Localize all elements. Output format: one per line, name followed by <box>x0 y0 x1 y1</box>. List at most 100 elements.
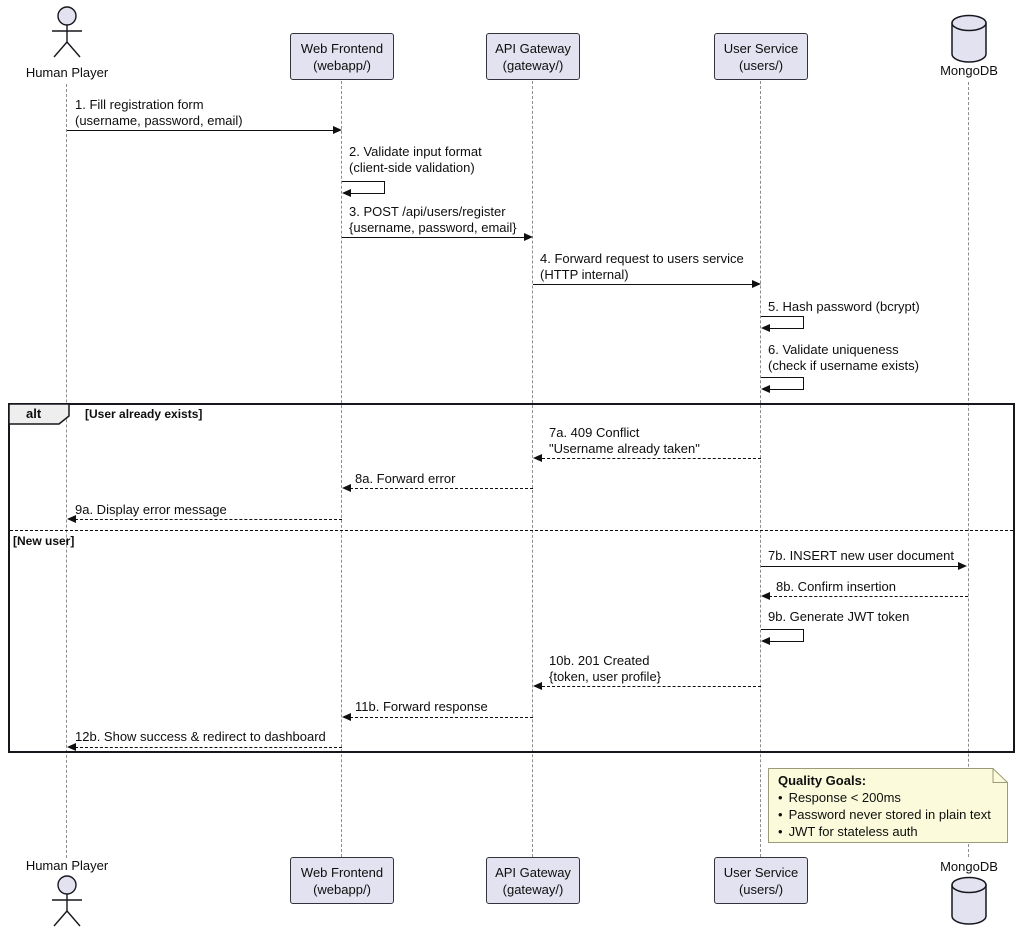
note-bullet: Password never stored in plain text <box>778 807 991 822</box>
message-line: 5. Hash password (bcrypt) <box>768 299 920 314</box>
participant-label-line2: (users/) <box>738 881 784 897</box>
message-line: 6. Validate uniqueness <box>768 342 899 357</box>
alt-frame <box>8 403 1015 753</box>
message-9b-self-side <box>803 629 804 642</box>
lifeline-user-service <box>760 81 761 857</box>
arrowhead-left <box>533 682 542 690</box>
message-8a-arrow <box>350 488 533 489</box>
arrowhead-left <box>342 484 351 492</box>
message-line: (check if username exists) <box>768 358 919 373</box>
lifeline-mongodb <box>968 82 969 857</box>
message-11b-arrow <box>350 717 533 718</box>
participant-user-service-bottom: User Service (users/) <box>714 857 808 904</box>
message-line: 8a. Forward error <box>355 471 456 486</box>
message-line: "Username already taken" <box>549 441 700 456</box>
participant-web-frontend-bottom: Web Frontend (webapp/) <box>290 857 394 904</box>
message-5-self-top <box>761 316 803 317</box>
message-8a-label: 8a. Forward error <box>355 471 455 487</box>
arrowhead-left <box>342 713 351 721</box>
message-7b-arrow <box>761 566 958 567</box>
message-2-label: 2. Validate input format (client-side va… <box>349 144 482 176</box>
arrowhead-left <box>761 592 770 600</box>
message-line: (client-side validation) <box>349 160 475 175</box>
message-line: 11b. Forward response <box>355 699 488 714</box>
message-8b-label: 8b. Confirm insertion <box>776 579 896 595</box>
message-line: (HTTP internal) <box>540 267 629 282</box>
arrowhead-right <box>333 126 342 134</box>
message-2-self-side <box>384 181 385 194</box>
arrowhead-left <box>761 637 770 645</box>
participant-label-line1: User Service <box>723 864 799 880</box>
message-line: 12b. Show success & redirect to dashboar… <box>75 729 326 744</box>
message-line: 1. Fill registration form <box>75 97 204 112</box>
alt-operator-pentagon <box>9 404 70 425</box>
message-line: 9b. Generate JWT token <box>768 609 910 624</box>
arrowhead-left <box>761 385 770 393</box>
participant-label: MongoDB <box>940 63 998 78</box>
message-line: 4. Forward request to users service <box>540 251 744 266</box>
message-2-self-top <box>342 181 384 182</box>
message-2-self-bottom <box>350 193 384 194</box>
message-4-arrow <box>533 284 752 285</box>
participant-label: Human Player <box>25 65 109 80</box>
message-line: {username, password, email} <box>349 220 517 235</box>
message-line: 9a. Display error message <box>75 502 227 517</box>
participant-label-line2: (webapp/) <box>313 57 371 73</box>
participant-api-gateway-top: API Gateway (gateway/) <box>486 33 580 80</box>
message-9b-label: 9b. Generate JWT token <box>768 609 909 625</box>
message-9a-label: 9a. Display error message <box>75 502 227 518</box>
message-5-self-bottom <box>769 328 803 329</box>
message-6-self-bottom <box>769 389 803 390</box>
actor-icon <box>52 6 82 58</box>
arrowhead-right <box>524 233 533 241</box>
actor-icon <box>52 875 82 927</box>
message-6-label: 6. Validate uniqueness (check if usernam… <box>768 342 919 374</box>
note-title: Quality Goals: <box>778 773 867 788</box>
message-4-label: 4. Forward request to users service (HTT… <box>540 251 744 283</box>
message-1-arrow <box>67 130 333 131</box>
message-line: 7a. 409 Conflict <box>549 425 640 440</box>
participant-human-player-bottom: Human Player <box>7 858 127 873</box>
lifeline-api-gateway <box>532 81 533 857</box>
message-3-label: 3. POST /api/users/register {username, p… <box>349 204 517 236</box>
participant-api-gateway-bottom: API Gateway (gateway/) <box>486 857 580 904</box>
alt-section-divider <box>10 530 1013 531</box>
arrowhead-right <box>752 280 761 288</box>
arrowhead-left <box>67 743 76 751</box>
note-bullet: Response < 200ms <box>778 790 901 805</box>
message-7a-arrow <box>542 458 761 459</box>
participant-label-line2: (webapp/) <box>313 881 371 897</box>
note-quality-goals: Quality Goals: Response < 200ms Password… <box>768 768 1008 843</box>
participant-label-line1: Web Frontend <box>300 40 384 56</box>
message-8b-arrow <box>769 596 968 597</box>
message-10b-arrow <box>542 686 761 687</box>
participant-mongodb-bottom: MongoDB <box>909 859 1022 874</box>
message-line: 3. POST /api/users/register <box>349 204 506 219</box>
participant-label-line1: User Service <box>723 40 799 56</box>
participant-label-line2: (gateway/) <box>502 57 564 73</box>
message-line: (username, password, email) <box>75 113 243 128</box>
message-9b-self-top <box>761 629 803 630</box>
message-9b-self-bottom <box>769 641 803 642</box>
database-icon <box>951 14 987 63</box>
message-11b-label: 11b. Forward response <box>355 699 488 715</box>
message-6-self-top <box>761 377 803 378</box>
message-7b-label: 7b. INSERT new user document <box>768 548 954 564</box>
participant-mongodb-top: MongoDB <box>909 63 1022 78</box>
lifeline-web-frontend <box>341 81 342 857</box>
alt-guard-new-user: [New user] <box>13 534 75 548</box>
arrowhead-left <box>761 324 770 332</box>
message-10b-label: 10b. 201 Created {token, user profile} <box>549 653 661 685</box>
message-line: 8b. Confirm insertion <box>776 579 896 594</box>
alt-operator-label: alt <box>26 406 42 421</box>
participant-label-line2: (gateway/) <box>502 881 564 897</box>
database-icon <box>951 876 987 925</box>
message-line: 7b. INSERT new user document <box>768 548 954 563</box>
message-line: 10b. 201 Created <box>549 653 650 668</box>
arrowhead-left <box>67 515 76 523</box>
message-line: {token, user profile} <box>549 669 662 684</box>
message-1-label: 1. Fill registration form (username, pas… <box>75 97 243 129</box>
arrowhead-left <box>533 454 542 462</box>
lifeline-human-player <box>66 84 67 858</box>
